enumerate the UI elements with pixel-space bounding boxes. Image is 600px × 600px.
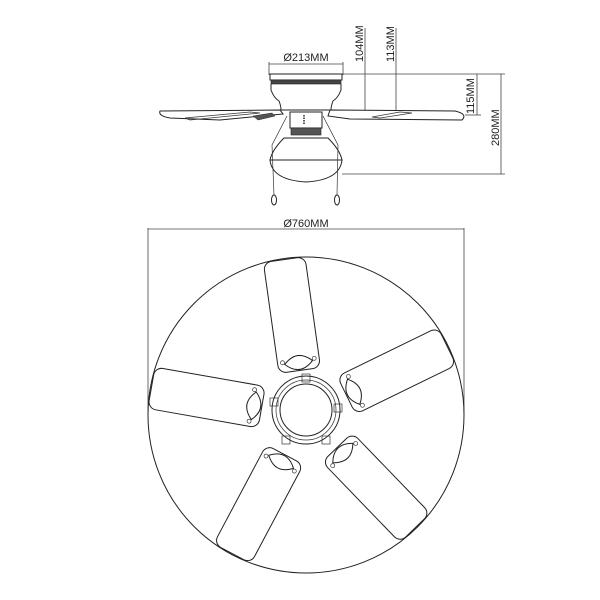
blade-2 (339, 329, 455, 412)
label-280mm: 280MM (490, 109, 502, 146)
dim-blade-span: Ø760MM (147, 218, 465, 415)
hub (269, 373, 343, 445)
pull-chain-fob-left (271, 194, 277, 206)
blade-5 (148, 367, 265, 428)
blade-4 (216, 447, 302, 562)
top-view: Ø760MM (147, 218, 465, 574)
dim-115: 115MM (465, 74, 481, 116)
dim-113: 113MM (385, 26, 397, 110)
canopy (269, 73, 343, 111)
label-113mm: 113MM (385, 26, 397, 62)
motor-housing (289, 111, 323, 136)
blade-3 (324, 435, 428, 540)
pull-chain-fob-right (334, 194, 340, 206)
blades-top (148, 257, 455, 562)
dim-280: 280MM (490, 74, 502, 174)
light-bowl (269, 137, 343, 183)
label-blade-span: Ø760MM (283, 218, 328, 230)
pull-chains (271, 115, 340, 206)
label-115mm: 115MM (465, 78, 477, 114)
dim-104: 104MM (354, 25, 366, 110)
label-canopy-diameter: Ø213MM (283, 52, 328, 64)
side-view: Ø213MM 104MM 113MM 115MM 280MM (159, 25, 505, 206)
dim-canopy-diameter: Ø213MM (268, 52, 344, 75)
blade-1 (263, 257, 320, 373)
blade-sweep-circle (147, 256, 465, 574)
label-104mm: 104MM (354, 25, 366, 62)
blades-side (159, 109, 465, 121)
